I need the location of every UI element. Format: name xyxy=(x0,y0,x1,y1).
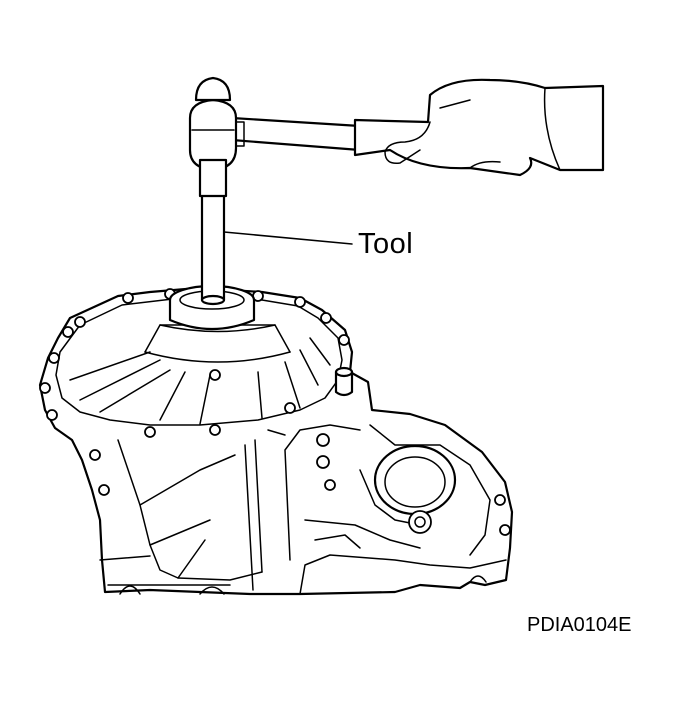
transaxle-case xyxy=(38,286,514,596)
hammer xyxy=(188,76,362,198)
hand xyxy=(353,78,605,177)
figure-code: PDIA0104E xyxy=(527,614,632,636)
tool-leader-line xyxy=(223,231,353,245)
tool-label: Tool xyxy=(358,228,414,260)
